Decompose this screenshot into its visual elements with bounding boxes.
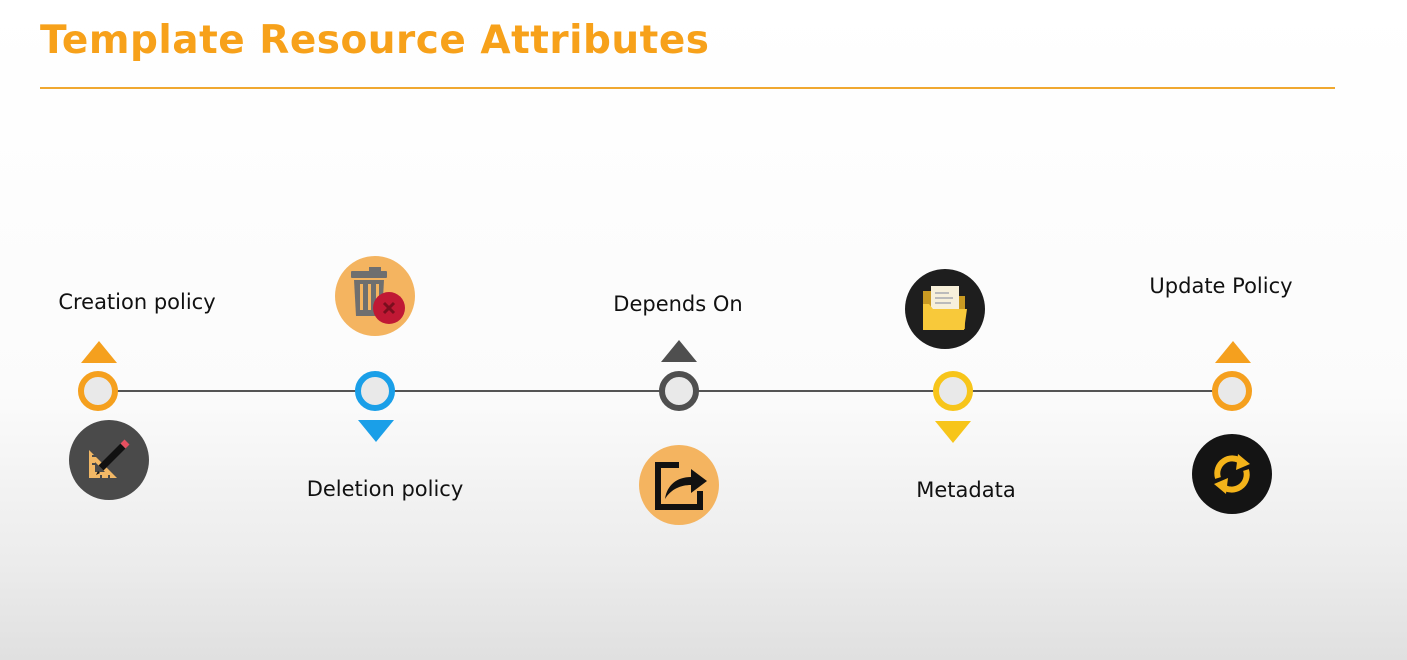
timeline-node bbox=[78, 371, 118, 411]
up-marker-triangle bbox=[81, 341, 117, 363]
timeline-node bbox=[659, 371, 699, 411]
timeline-node bbox=[355, 371, 395, 411]
step-label: Depends On bbox=[613, 292, 743, 316]
down-marker-triangle bbox=[935, 421, 971, 443]
folder-icon bbox=[905, 269, 985, 349]
up-marker-triangle bbox=[661, 340, 697, 362]
step-label: Update Policy bbox=[1149, 274, 1293, 298]
trash-delete-icon bbox=[335, 256, 415, 336]
timeline-node bbox=[933, 371, 973, 411]
refresh-icon bbox=[1192, 434, 1272, 514]
timeline-node bbox=[1212, 371, 1252, 411]
up-marker-triangle bbox=[1215, 341, 1251, 363]
share-arrow-icon bbox=[639, 445, 719, 525]
slide-title: Template Resource Attributes bbox=[40, 18, 710, 63]
step-label: Creation policy bbox=[58, 290, 216, 314]
down-marker-triangle bbox=[358, 420, 394, 442]
ruler-pencil-icon bbox=[69, 420, 149, 500]
step-label: Metadata bbox=[916, 478, 1016, 502]
step-label: Deletion policy bbox=[306, 477, 464, 501]
title-divider bbox=[40, 87, 1335, 89]
